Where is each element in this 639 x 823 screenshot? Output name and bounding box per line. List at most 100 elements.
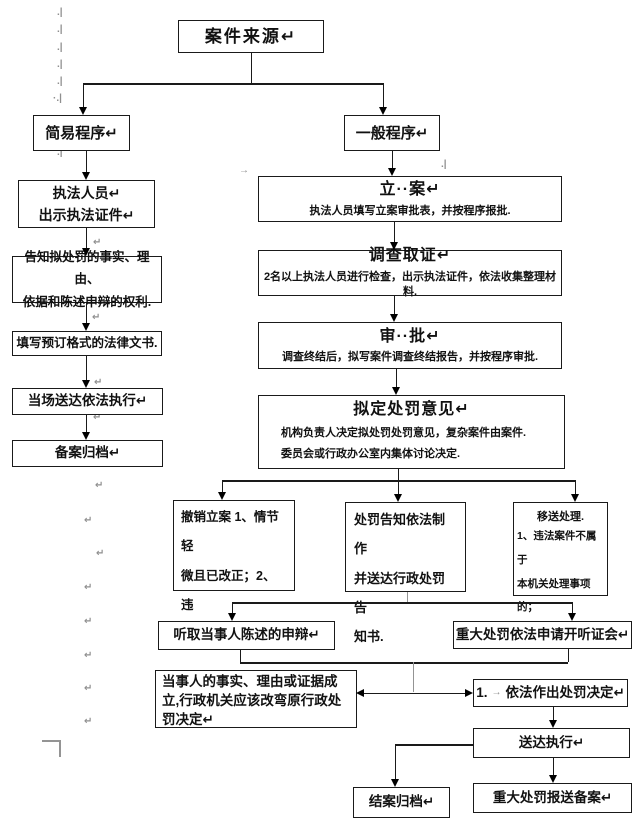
node-penalty-notice: 处罚告知依法制作 并送达行政处罚告 知书. <box>345 502 466 644</box>
paragraph-mark: ↵ <box>84 683 93 694</box>
node-penalty-decision: 1. → 依法作出处罚决定↵ <box>473 679 628 707</box>
arrowhead <box>389 314 398 322</box>
connector <box>240 662 568 664</box>
connector <box>239 650 241 662</box>
tab-arrow-mark: → <box>239 165 249 176</box>
format-mark: .| <box>57 76 63 87</box>
paragraph-mark: ↵ <box>95 480 104 491</box>
connector <box>250 53 252 83</box>
format-mark: .| <box>57 24 63 35</box>
connector <box>232 602 572 604</box>
paragraph-mark: ↵ <box>84 616 93 627</box>
connector <box>393 222 395 243</box>
arrowhead <box>217 492 226 500</box>
paragraph-mark: ↵ <box>93 412 102 423</box>
paragraph-mark: ↵ <box>84 582 93 593</box>
connector <box>571 602 573 614</box>
arrowhead <box>390 779 399 787</box>
connector <box>85 356 87 381</box>
arrowhead <box>548 720 557 728</box>
node-title: 调查取证↵ <box>368 247 452 265</box>
arrowhead <box>391 387 400 395</box>
arrowhead <box>567 613 576 621</box>
format-mark: .| <box>57 147 63 158</box>
connector <box>393 296 395 315</box>
connector <box>397 480 399 495</box>
connector <box>85 228 87 249</box>
connector <box>231 602 233 614</box>
arrowhead <box>356 688 364 697</box>
node-case-filing: 立··案↵ 执法人员填写立案审批表，并按程序报批. <box>258 176 562 222</box>
connector <box>552 707 554 722</box>
connector <box>85 415 87 433</box>
paragraph-mark: ↵ <box>94 377 103 388</box>
connector <box>412 662 414 692</box>
arrowhead <box>570 494 579 502</box>
format-mark: ·.| <box>53 93 62 104</box>
arrowhead <box>78 107 87 115</box>
node-investigation: 调查取证↵ 2名以上执法人员进行检查，出示执法证件，依法收集整理材料. <box>258 247 562 298</box>
paragraph-mark: ↵ <box>84 515 93 526</box>
node-subtext: 执法人员填写立案审批表，并按程序报批. <box>309 204 511 217</box>
paragraph-mark: ↵ <box>84 650 93 661</box>
connector <box>391 151 393 169</box>
node-title: 立··案↵ <box>379 181 441 199</box>
paragraph-mark: ↵ <box>92 312 101 323</box>
node-fill-legal-document: 填写预订格式的法律文书. <box>12 331 162 356</box>
connector <box>552 758 554 777</box>
arrowhead <box>393 494 402 502</box>
node-inform-rights: 告知拟处罚的事实、理由、 依据和陈述申辩的权利. <box>12 250 162 309</box>
connector <box>395 369 397 388</box>
corner-bracket <box>59 740 61 757</box>
paragraph-mark: ↵ <box>96 548 105 559</box>
node-simple-procedure: 简易程序↵ <box>33 115 130 151</box>
format-mark: .| <box>57 7 63 18</box>
list-number: 1. <box>476 684 488 700</box>
connector <box>574 480 576 495</box>
format-mark: .| <box>57 42 63 53</box>
connector <box>394 744 396 780</box>
format-mark: .| <box>441 159 447 170</box>
node-onsite-delivery: 当场送达依法执行↵ <box>12 388 163 415</box>
node-party-facts: 当事人的事实、理由或证据成 立,行政机关应该改弯原行政处 罚决定↵ <box>155 670 357 728</box>
connector <box>395 744 473 746</box>
connector <box>85 303 87 324</box>
connector <box>83 83 384 85</box>
connector <box>221 480 223 493</box>
node-approval: 审··批↵ 调查终结后，拟写案件调查终结报告，并按程序审批. <box>258 322 562 369</box>
node-case-source: 案件来源↵ <box>178 20 324 53</box>
arrowhead <box>465 688 473 697</box>
paragraph-mark: ↵ <box>93 237 102 248</box>
node-draft-penalty-opinion: 拟定处罚意见↵ 机构负责人决定拟处罚处罚意见，复杂案件由案件. 委员会或行政办公… <box>258 395 565 469</box>
node-show-credentials: 执法人员↵ 出示执法证件↵ <box>18 180 155 228</box>
node-label: 依法作出处罚决定↵ <box>505 684 625 700</box>
node-delivery-execution: 送达执行↵ <box>473 728 630 758</box>
arrowhead <box>378 107 387 115</box>
node-subtext: 机构负责人决定拟处罚处罚意见，复杂案件由案件. 委员会或行政办公室内集体讨论决定… <box>281 427 527 461</box>
node-major-penalty-report: 重大处罚报送备案↵ <box>473 783 632 813</box>
connector <box>82 83 84 109</box>
arrowhead <box>81 248 90 256</box>
connector <box>364 692 465 694</box>
arrowhead <box>389 242 398 250</box>
arrowhead <box>81 380 90 388</box>
node-cancel-case: 撤销立案 1、情节轻 微且已改正；2、违 法事实不能成立的. <box>173 500 295 642</box>
node-major-hearing: 重大处罚依法申请开听证会↵ <box>453 621 632 649</box>
node-hear-statement: 听取当事人陈述的申辩↵ <box>158 621 335 650</box>
node-record-filing: 备案归档↵ <box>12 440 163 467</box>
node-subtext: 2名以上执法人员进行检查，出示执法证件，依法收集整理材料. <box>263 270 557 299</box>
arrowhead <box>548 775 557 783</box>
paragraph-mark: ↵ <box>84 716 93 727</box>
connector <box>397 469 399 480</box>
corner-bracket <box>42 740 60 742</box>
node-subtext: 调查终结后，拟写案件调查终结报告，并按程序审批. <box>281 351 539 363</box>
format-mark: .| <box>57 59 63 70</box>
node-title: 拟定处罚意见↵ <box>353 400 470 418</box>
tab-arrow-mark: → <box>491 687 502 698</box>
node-transfer-case: 移送处理. 1、违法案件不属于 本机关处理事项的； 2、涉嫌的犯罪的. <box>513 502 608 637</box>
arrowhead <box>81 323 90 331</box>
arrowhead <box>81 432 90 440</box>
connector <box>567 649 569 662</box>
connector <box>85 151 87 173</box>
